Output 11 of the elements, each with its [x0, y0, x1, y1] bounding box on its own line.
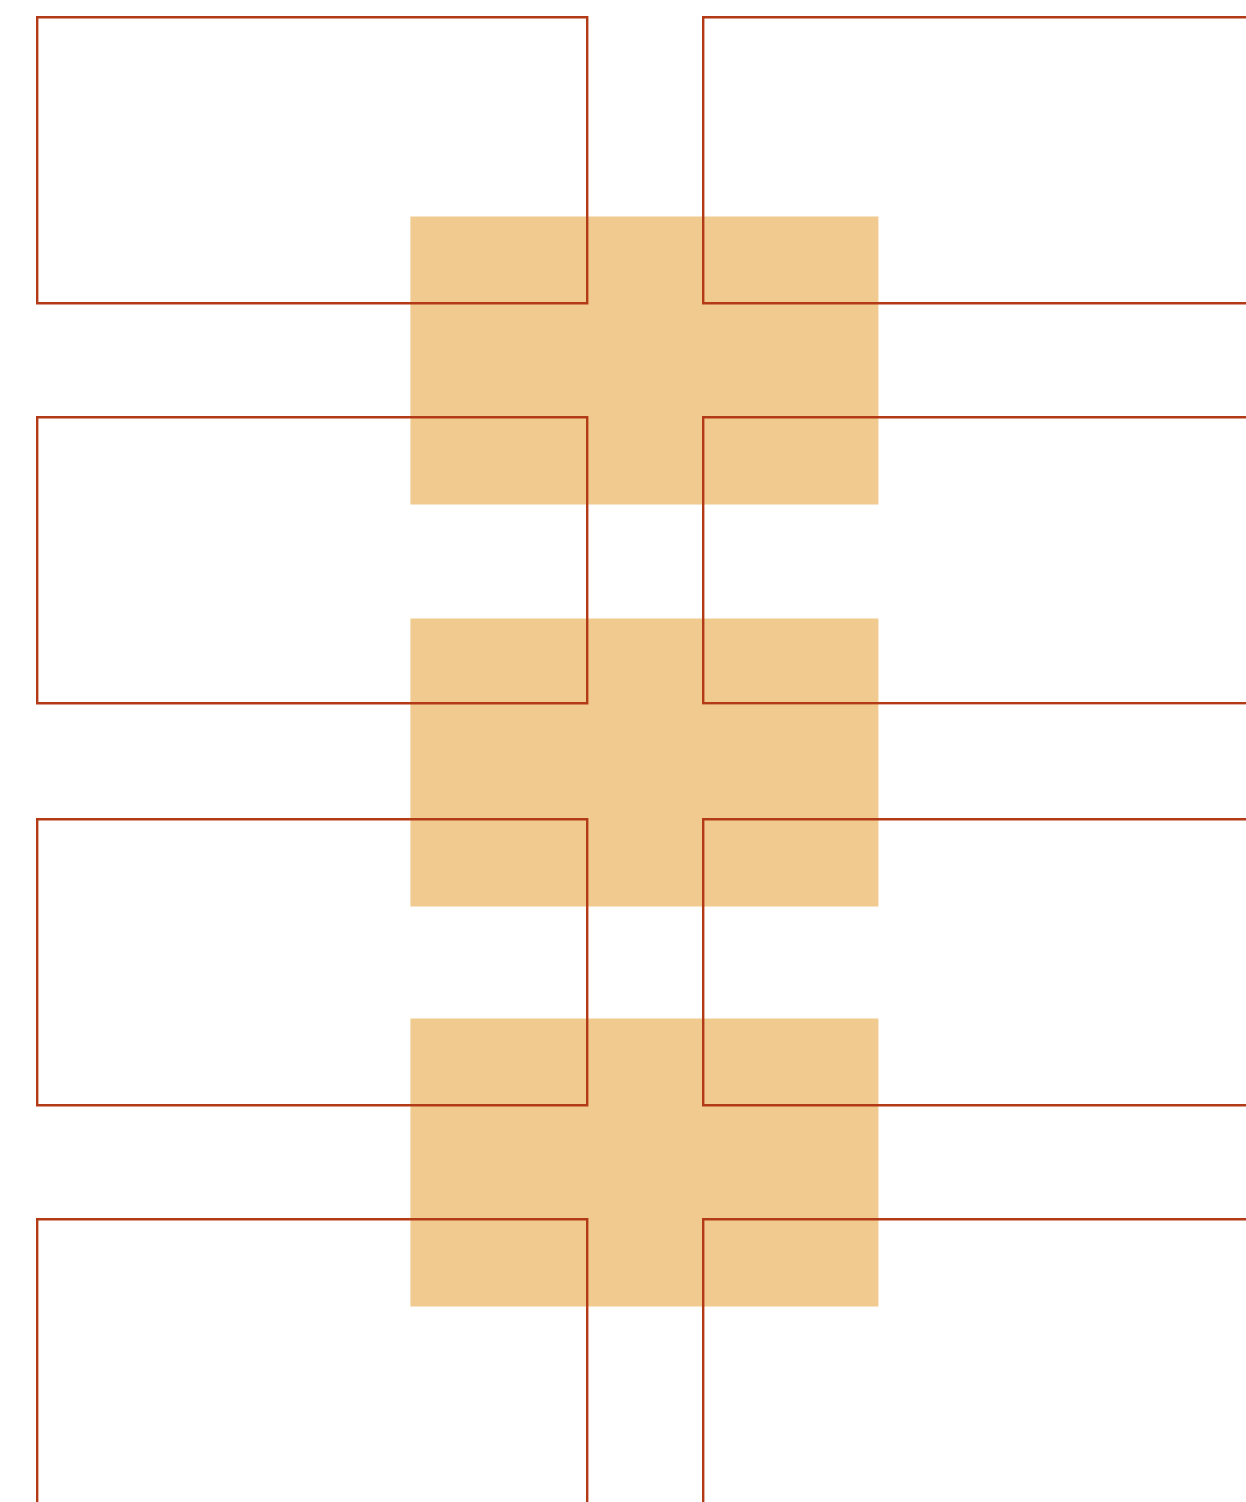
outline-box — [36, 416, 589, 705]
outline-box — [702, 416, 1246, 705]
outline-box — [702, 16, 1246, 305]
filled-block — [410, 216, 879, 505]
outline-box — [702, 1218, 1246, 1502]
outline-box — [36, 818, 589, 1107]
filled-block — [410, 1018, 879, 1307]
outline-box — [702, 818, 1246, 1107]
outline-box — [36, 16, 589, 305]
filled-block — [410, 618, 879, 907]
outline-box — [36, 1218, 589, 1502]
